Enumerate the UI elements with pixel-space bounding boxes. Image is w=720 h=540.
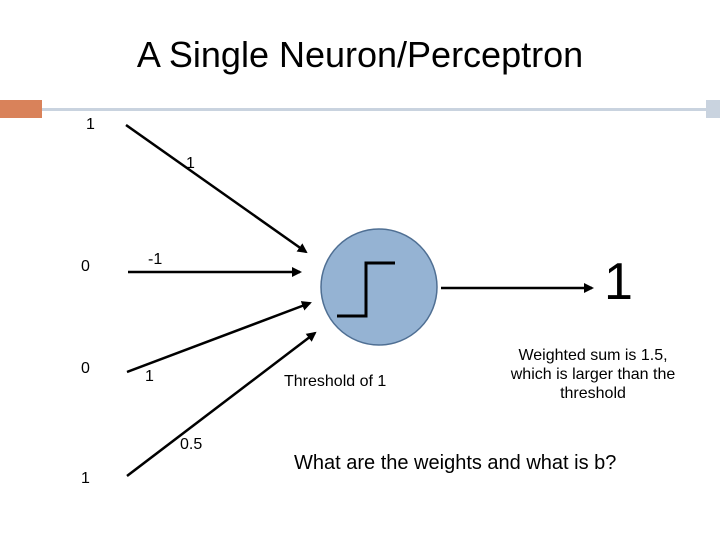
input-arrow-3 [126,301,312,374]
title-accent-bar [0,100,42,118]
step-function-icon [337,261,395,318]
weighted-sum-note: Weighted sum is 1.5, which is larger tha… [510,347,676,402]
input-value-2: 0 [81,258,90,275]
input-value-1: 1 [86,116,95,133]
weight-label-3: 1 [145,368,154,385]
weight-label-1: 1 [186,155,195,172]
neuron-circle [320,228,438,346]
input-value-3: 0 [81,360,90,377]
weight-label-2: -1 [148,251,163,268]
weight-label-4: 0.5 [180,436,203,453]
input-arrow-4 [126,331,317,477]
slide-title: A Single Neuron/Perceptron [136,34,584,75]
input-value-4: 1 [81,470,90,487]
input-arrow-1 [125,123,308,254]
title-divider-line [42,108,720,111]
output-value: 1 [604,253,633,311]
threshold-label: Threshold of 1 [284,373,387,390]
question-text: What are the weights and what is b? [294,452,617,474]
title-divider-end [706,100,720,118]
